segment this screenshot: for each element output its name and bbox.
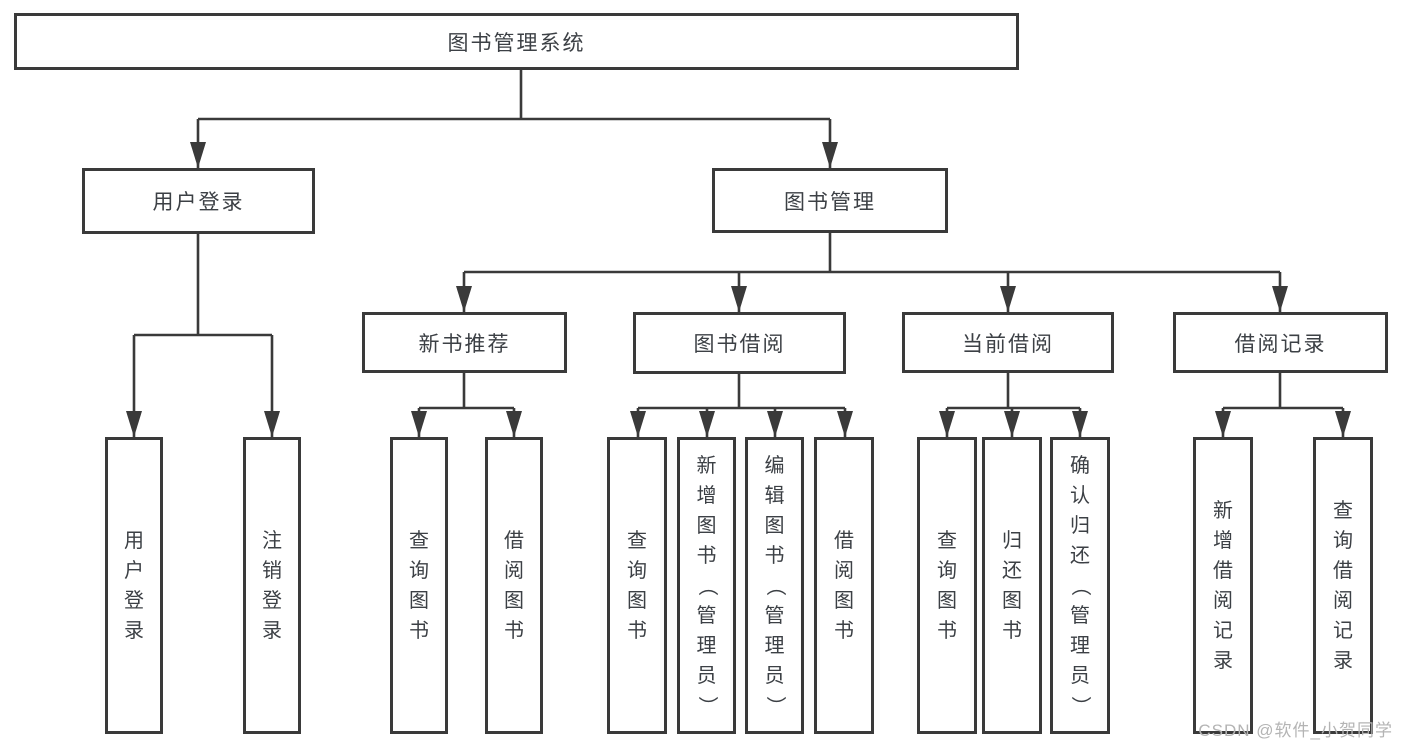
leaf-logout-label: 注销登录	[262, 529, 282, 642]
leaf-return-book-label: 归还图书	[1002, 529, 1022, 642]
leaf-query-books-borrow: 查询图书	[607, 437, 667, 734]
leaf-query-borrow-record: 查询借阅记录	[1313, 437, 1373, 734]
leaf-query-books-recommend-label: 查询图书	[409, 529, 429, 642]
node-new-book-recommend-label: 新书推荐	[418, 332, 511, 356]
leaf-add-book-admin: 新增图书（管理员）	[677, 437, 736, 734]
node-borrow-record: 借阅记录	[1173, 312, 1388, 373]
node-book-management: 图书管理	[712, 168, 948, 233]
leaf-user-login: 用户登录	[105, 437, 163, 734]
root-node-label: 图书管理系统	[447, 31, 586, 55]
node-user-login: 用户登录	[82, 168, 315, 234]
leaf-query-books-recommend: 查询图书	[390, 437, 448, 734]
node-current-borrow: 当前借阅	[902, 312, 1114, 373]
node-book-borrow: 图书借阅	[633, 312, 846, 374]
node-borrow-record-label: 借阅记录	[1234, 332, 1327, 356]
node-book-borrow-label: 图书借阅	[693, 333, 786, 356]
leaf-confirm-return-admin-label: 确认归还（管理员）	[1069, 454, 1091, 716]
leaf-edit-book-admin: 编辑图书（管理员）	[745, 437, 804, 734]
root-node: 图书管理系统	[14, 13, 1019, 70]
leaf-borrow-books-recommend: 借阅图书	[485, 437, 543, 734]
leaf-return-book: 归还图书	[982, 437, 1042, 734]
leaf-add-borrow-record: 新增借阅记录	[1193, 437, 1253, 734]
leaf-confirm-return-admin: 确认归还（管理员）	[1050, 437, 1110, 734]
node-user-login-label: 用户登录	[152, 191, 245, 214]
leaf-edit-book-admin-label: 编辑图书（管理员）	[763, 454, 786, 716]
leaf-borrow-books-recommend-label: 借阅图书	[504, 529, 524, 642]
leaf-add-borrow-record-label: 新增借阅记录	[1213, 499, 1233, 672]
node-book-management-label: 图书管理	[784, 190, 876, 214]
leaf-query-books-current-label: 查询图书	[937, 529, 957, 642]
leaf-query-books-current: 查询图书	[917, 437, 977, 734]
node-current-borrow-label: 当前借阅	[962, 332, 1054, 356]
leaf-borrow-books-label: 借阅图书	[834, 529, 854, 642]
leaf-query-borrow-record-label: 查询借阅记录	[1333, 499, 1353, 672]
node-new-book-recommend: 新书推荐	[362, 312, 567, 373]
arrowheads	[126, 142, 1351, 437]
csdn-watermark: CSDN @软件_小贺同学	[1198, 721, 1393, 740]
leaf-borrow-books: 借阅图书	[814, 437, 874, 734]
leaf-add-book-admin-label: 新增图书（管理员）	[695, 454, 718, 716]
leaf-user-login-label: 用户登录	[124, 529, 144, 642]
leaf-logout: 注销登录	[243, 437, 301, 734]
leaf-query-books-borrow-label: 查询图书	[627, 529, 647, 642]
